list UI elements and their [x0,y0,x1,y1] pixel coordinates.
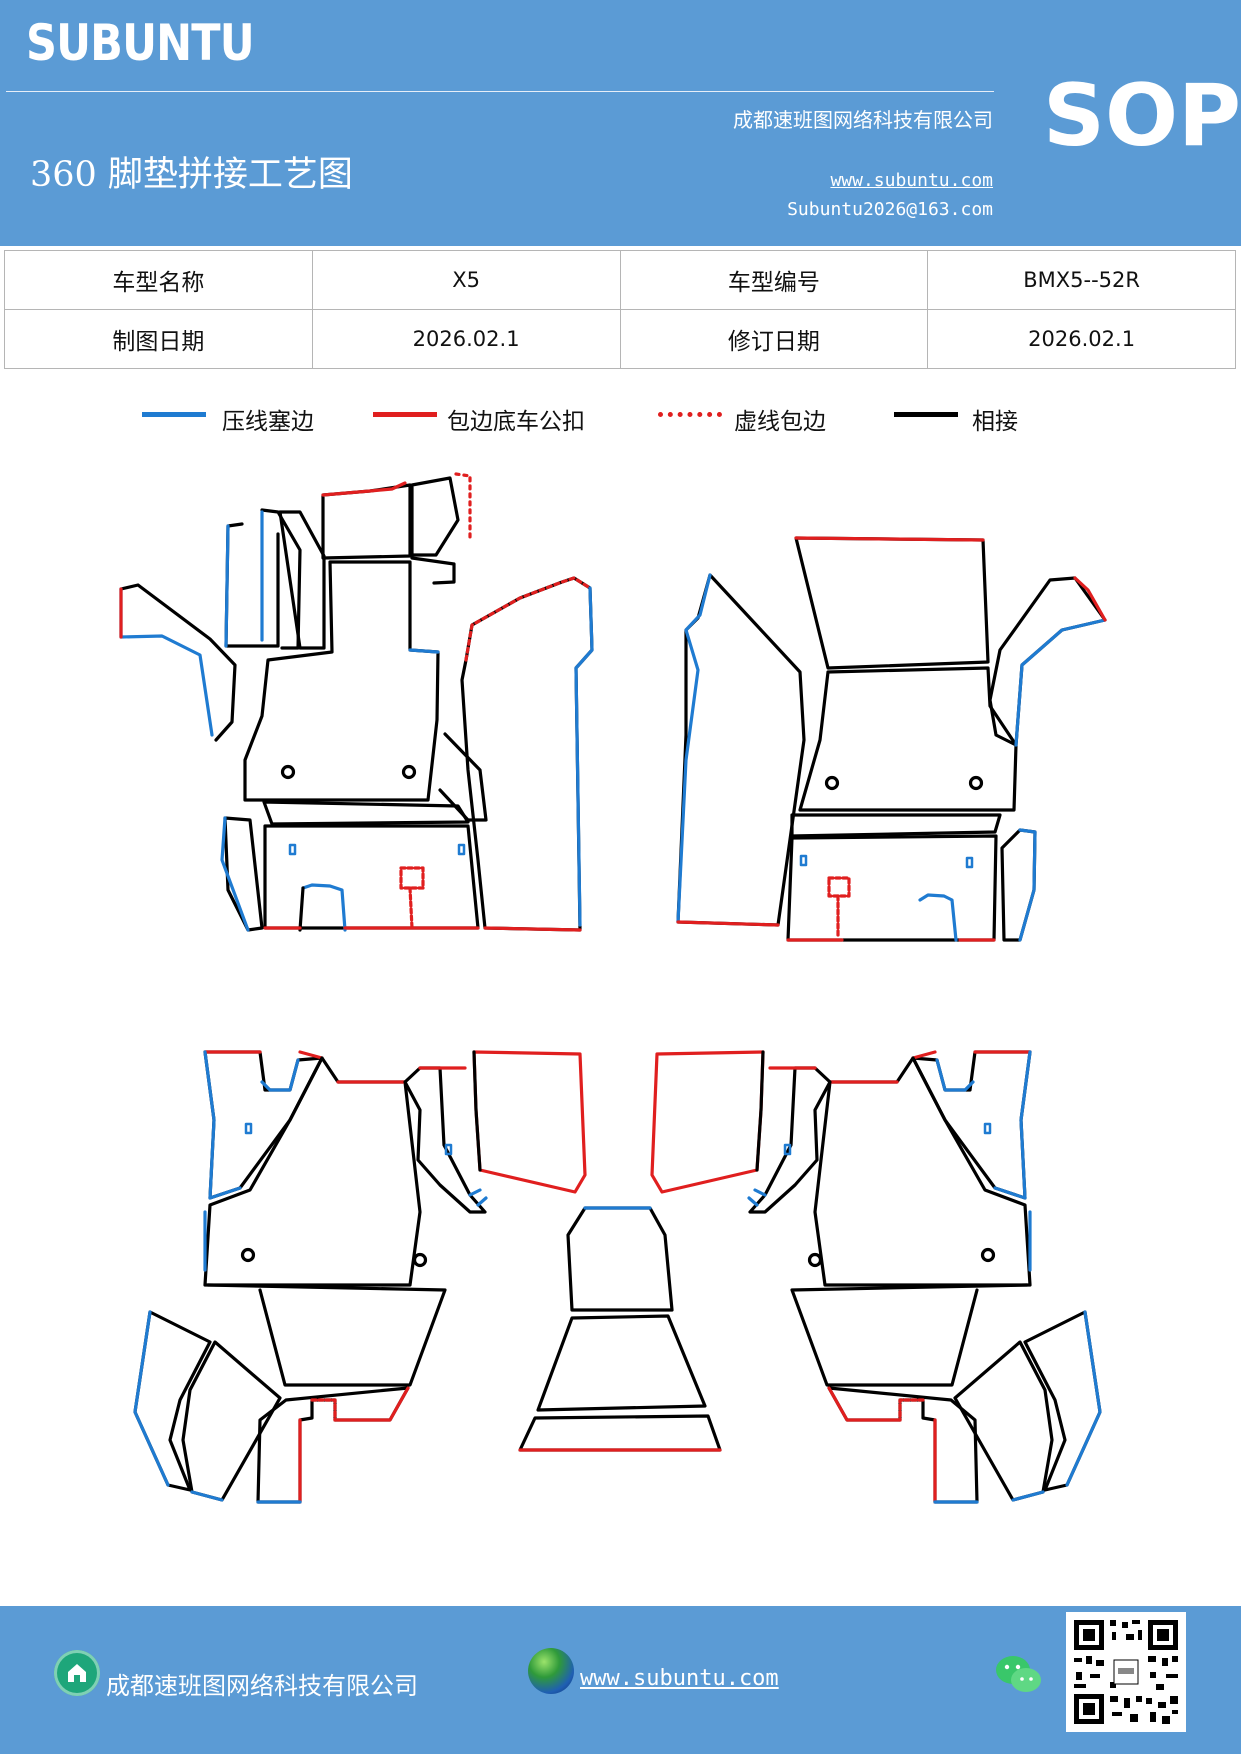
legend-swatch [142,412,206,417]
wechat-icon[interactable] [994,1652,1044,1698]
mat-set-top-right [676,536,1107,942]
revision-date-value: 2026.02.1 [927,309,1236,369]
legend-label: 虚线包边 [734,409,826,435]
header: SUBUNTU 成都速班图网络科技有限公司 360 脚垫拼接工艺图 www.su… [0,0,1241,246]
mat-set-bottom-left [133,1050,587,1504]
table-row: 制图日期 2026.02.1 修订日期 2026.02.1 [4,309,1236,369]
page-title: 360 脚垫拼接工艺图 [30,155,353,195]
revision-date-label: 修订日期 [619,309,929,369]
company-name: 成都速班图网络科技有限公司 [733,108,993,132]
footer: 成都速班图网络科技有限公司 www.subuntu.com [0,1606,1241,1754]
legend-label: 压线塞边 [222,409,314,435]
header-divider [6,91,994,92]
email-address: Subuntu2026@163.com [787,199,993,220]
footer-company: 成都速班图网络科技有限公司 [106,1672,418,1700]
model-code-label: 车型编号 [619,250,929,310]
legend: 压线塞边 包边底车公扣 虚线包边 相接 [0,402,1241,442]
footer-website-link[interactable]: www.subuntu.com [580,1666,779,1691]
draw-date-value: 2026.02.1 [311,309,621,369]
model-name-value: X5 [311,250,621,310]
sop-badge: SOP [1043,66,1241,166]
mat-set-bottom-center [518,1206,722,1452]
building-icon [54,1650,100,1696]
model-name-label: 车型名称 [4,250,313,310]
legend-swatch [658,412,722,417]
legend-label: 相接 [972,409,1018,435]
website-link[interactable]: www.subuntu.com [830,170,993,191]
info-table: 车型名称 X5 车型编号 BMX5--52R 制图日期 2026.02.1 修订… [4,250,1236,369]
globe-icon [528,1648,574,1694]
brand-logo: SUBUNTU [26,14,255,72]
mat-set-bottom-right [650,1050,1102,1504]
mat-set-top-left [119,472,594,932]
table-row: 车型名称 X5 车型编号 BMX5--52R [4,250,1236,310]
model-code-value: BMX5--52R [927,250,1236,310]
legend-swatch [373,412,437,417]
mat-assembly-drawing [119,472,1107,1504]
legend-label: 包边底车公扣 [447,409,585,435]
draw-date-label: 制图日期 [4,309,313,369]
qr-code [1066,1612,1186,1732]
legend-swatch [894,412,958,417]
